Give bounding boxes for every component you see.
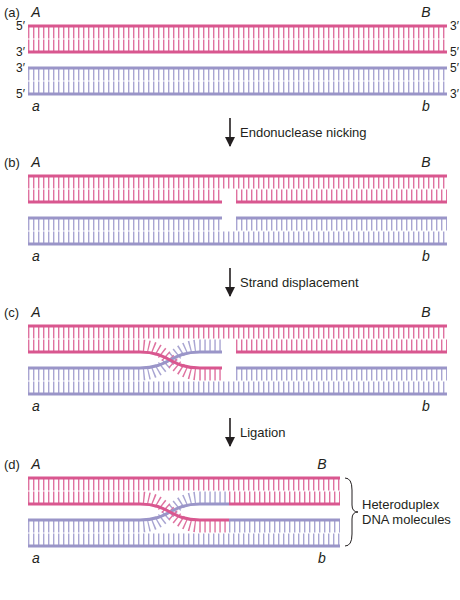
- locus-label: A: [31, 5, 40, 20]
- step-arrow: [229, 118, 231, 146]
- strand-end: 3′: [450, 19, 459, 34]
- dna-strand: [28, 545, 340, 548]
- base-rungs: [236, 369, 447, 381]
- dna-strand: [28, 25, 447, 28]
- dna-strand: [28, 93, 447, 96]
- base-rungs: [28, 40, 447, 52]
- structure-label: Heteroduplex DNA molecules: [362, 497, 460, 527]
- bracket: [345, 478, 358, 546]
- base-rungs: [28, 498, 229, 527]
- locus-label: B: [421, 5, 430, 20]
- dna-strand: [28, 67, 447, 70]
- dna-strand: [28, 393, 447, 396]
- dna-strand: [229, 519, 340, 522]
- strand-end: 5′: [450, 61, 459, 76]
- locus-label: A: [31, 457, 40, 472]
- dna-strand: [236, 351, 447, 354]
- dna-duplex-pair: [28, 326, 447, 394]
- base-rungs: [28, 479, 340, 491]
- base-rungs: [236, 340, 447, 352]
- base-rungs: [28, 534, 340, 546]
- dna-strand: [28, 243, 447, 246]
- strand-end: 3′: [16, 61, 25, 76]
- panel-letter: (c): [4, 305, 19, 320]
- heteroduplex-pair: [28, 478, 358, 546]
- step-arrow: [229, 268, 231, 296]
- step-label: Strand displacement: [240, 275, 359, 290]
- locus-label: b: [422, 249, 430, 264]
- dna-strand: [229, 503, 340, 506]
- strand-end: 3′: [450, 87, 459, 102]
- dna-strand: [28, 477, 340, 480]
- locus-label: b: [318, 551, 326, 566]
- base-rungs: [28, 177, 447, 189]
- nicked-strand: [28, 217, 447, 220]
- dna-strand: [28, 51, 447, 54]
- invading-strand: [28, 352, 222, 368]
- locus-label: a: [32, 551, 40, 566]
- dna-strand: [28, 325, 447, 328]
- base-rungs: [229, 492, 340, 504]
- crossover-strand: [28, 504, 229, 520]
- locus-label: a: [32, 99, 40, 114]
- nicked-strand: [28, 201, 447, 204]
- invading-strand: [28, 352, 222, 368]
- base-rungs: [229, 521, 340, 533]
- locus-label: B: [421, 155, 430, 170]
- base-rungs: [28, 69, 447, 81]
- base-rungs: [28, 190, 447, 202]
- base-rungs: [28, 27, 447, 39]
- panel-letter: (a): [4, 5, 20, 20]
- strand-end: 3′: [16, 45, 25, 60]
- locus-label: b: [422, 99, 430, 114]
- locus-label: B: [317, 457, 326, 472]
- locus-label: A: [31, 305, 40, 320]
- locus-label: a: [32, 399, 40, 414]
- locus-label: A: [31, 155, 40, 170]
- panel-letter: (b): [4, 155, 20, 170]
- base-rungs: [28, 82, 447, 94]
- dna-strand: [28, 175, 447, 178]
- dna-duplex-pair: [28, 176, 447, 244]
- base-rungs: [28, 498, 229, 527]
- dna-duplex-pair: [28, 26, 447, 94]
- panel-letter: (d): [4, 457, 20, 472]
- locus-label: B: [421, 305, 430, 320]
- base-rungs: [28, 219, 447, 231]
- strand-end: 5′: [16, 87, 25, 102]
- step-arrow: [229, 418, 231, 446]
- base-rungs: [28, 346, 222, 375]
- base-rungs: [28, 327, 447, 339]
- base-rungs: [28, 382, 447, 394]
- strand-end: 5′: [16, 19, 25, 34]
- dna-strand: [236, 367, 447, 370]
- step-label: Ligation: [240, 425, 286, 440]
- locus-label: a: [32, 249, 40, 264]
- locus-label: b: [422, 399, 430, 414]
- base-rungs: [28, 346, 222, 375]
- base-rungs: [28, 232, 447, 244]
- strand-end: 5′: [450, 45, 459, 60]
- crossover-strand: [28, 504, 229, 520]
- step-label: Endonuclease nicking: [240, 125, 366, 140]
